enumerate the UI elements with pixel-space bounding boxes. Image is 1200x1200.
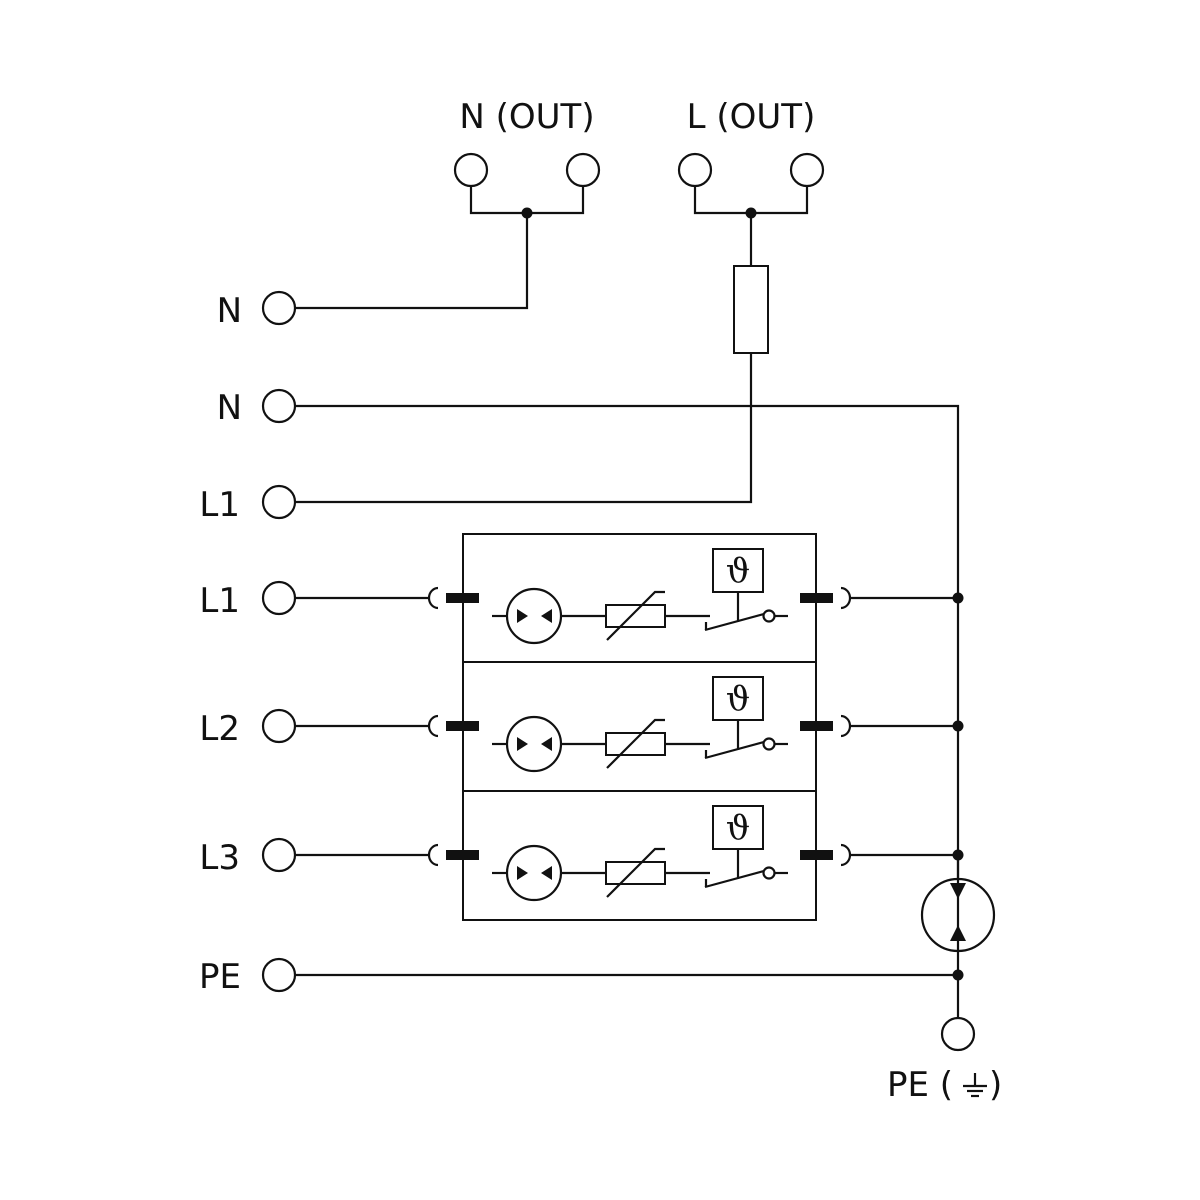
terminal-icon: [261, 388, 297, 424]
terminal-label: N: [217, 388, 242, 428]
pe-ground-label-suffix: ): [989, 1065, 1002, 1105]
pe-bus: PE ( ): [887, 598, 1002, 1105]
module-row-l1: L1 ϑ: [199, 548, 964, 645]
terminal-icon: [677, 152, 713, 188]
plug-contact: [446, 850, 479, 860]
n-out-label: N (OUT): [459, 97, 594, 137]
junction-node: [521, 207, 533, 219]
varistor-icon: [605, 590, 710, 641]
input-pe: PE: [199, 957, 958, 997]
terminal-icon: [565, 152, 601, 188]
input-n-2: N: [217, 388, 960, 598]
l-out-terminals: [296, 152, 825, 504]
terminal-icon: [261, 957, 297, 993]
terminal-icon: [261, 837, 297, 873]
plug-contact: [800, 721, 833, 731]
ground-icon: [963, 1073, 987, 1098]
terminal-icon: [453, 152, 489, 188]
terminal-label: L1: [199, 581, 240, 621]
terminal-label: L3: [199, 838, 240, 878]
plug-contact: [800, 850, 833, 860]
terminal-label: N: [217, 291, 242, 331]
input-l1-a: L1: [199, 484, 297, 525]
terminal-icon: [261, 290, 297, 326]
plug-contact: [800, 593, 833, 603]
varistor-icon: [605, 718, 710, 769]
pe-ground-label: PE (: [887, 1065, 953, 1105]
thermal-symbol: ϑ: [726, 551, 750, 591]
spark-gap-icon: [920, 855, 996, 953]
plug-contact: [446, 593, 479, 603]
terminal-label: PE: [199, 957, 241, 997]
terminal-icon: [261, 708, 297, 744]
plug-contact: [446, 721, 479, 731]
terminal-icon: [261, 580, 297, 616]
module-row-l3: L3 ϑ: [199, 805, 964, 902]
input-n-1: N: [217, 290, 297, 331]
gas-discharge-tube-icon: [492, 715, 606, 773]
l-out-label: L (OUT): [687, 97, 816, 137]
thermal-disconnect-icon: ϑ: [704, 548, 788, 632]
thermal-symbol: ϑ: [726, 679, 750, 719]
gas-discharge-tube-icon: [492, 844, 606, 902]
fuse-icon: [733, 265, 769, 354]
terminal-icon: [261, 484, 297, 520]
n-out-terminals: [296, 152, 601, 310]
varistor-icon: [605, 847, 710, 898]
terminal-label: L2: [199, 709, 240, 749]
junction-node: [745, 207, 757, 219]
thermal-symbol: ϑ: [726, 808, 750, 848]
terminal-icon: [940, 1016, 976, 1052]
terminal-icon: [789, 152, 825, 188]
thermal-disconnect-icon: ϑ: [704, 676, 788, 760]
terminal-label: L1: [199, 485, 240, 525]
gas-discharge-tube-icon: [492, 587, 606, 645]
thermal-disconnect-icon: ϑ: [704, 805, 788, 889]
module-row-l2: L2 ϑ: [199, 676, 964, 773]
